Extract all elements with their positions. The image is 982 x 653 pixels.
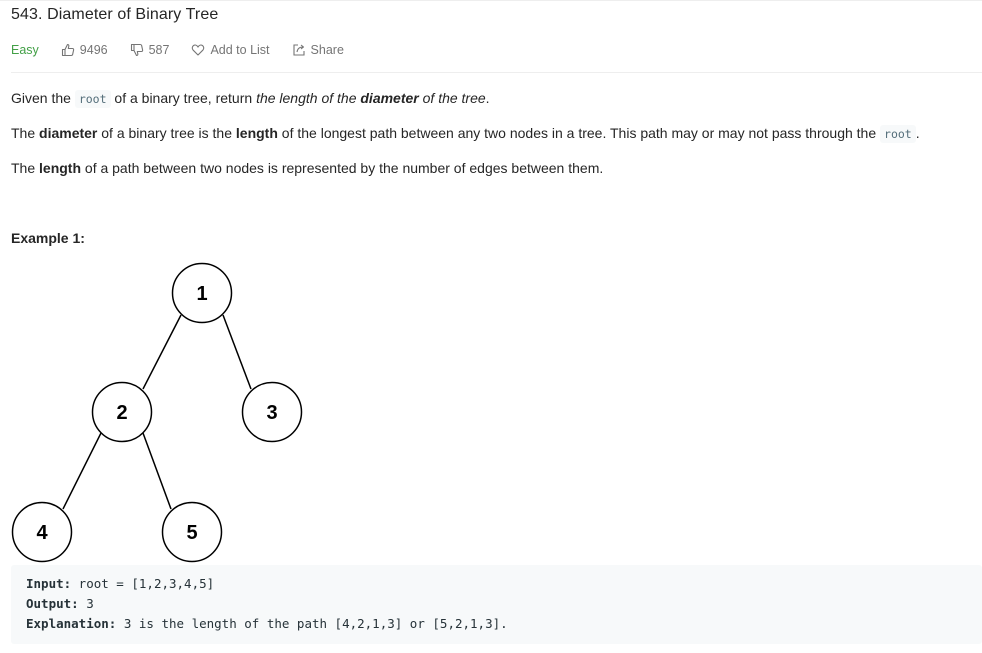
tree-node: 3 [241,381,303,443]
like-count: 9496 [79,43,108,57]
tree-node-label: 5 [186,522,197,544]
thumbs-up-icon [61,43,74,57]
tree-edge [222,314,252,390]
description-paragraph-1: Given the root of a binary tree, return … [11,90,490,108]
dislike-count: 587 [148,43,170,57]
top-border [0,0,982,1]
description-paragraph-2: The diameter of a binary tree is the len… [11,125,920,143]
add-to-list-label: Add to List [210,43,270,57]
share-button[interactable]: Share [292,43,344,57]
tree-node: 1 [171,262,233,324]
difficulty-label: Easy [11,43,39,57]
inline-code-root: root [74,90,111,108]
tree-node: 4 [11,501,73,563]
tree-edge [62,432,102,510]
example-code-block: Input: root = [1,2,3,4,5] Output: 3 Expl… [11,565,982,644]
tree-node-label: 2 [116,402,127,424]
tree-edge [142,432,172,510]
binary-tree-diagram: 1 2 3 4 5 [11,262,303,563]
description-paragraph-3: The length of a path between two nodes i… [11,160,604,176]
header-divider [11,72,982,73]
example-input-line: Input: root = [1,2,3,4,5] [26,576,215,591]
tree-node-label: 3 [266,402,277,424]
thumbs-down-icon [130,43,143,57]
dislike-button[interactable]: 587 [130,43,170,57]
problem-title: 543. Diameter of Binary Tree [11,6,219,23]
tree-node-label: 1 [196,283,207,305]
tree-node: 5 [161,501,223,563]
tree-edge [142,314,182,390]
heart-icon [192,44,205,56]
example-output-line: Output: 3 [26,596,94,611]
add-to-list-button[interactable]: Add to List [191,43,270,57]
problem-meta-bar: Easy 9496 587 Add to List Share [11,41,366,59]
share-icon [292,44,305,56]
example-explanation-line: Explanation: 3 is the length of the path… [26,616,508,631]
tree-node: 2 [91,381,153,443]
inline-code-root: root [880,125,916,143]
example-title: Example 1: [11,230,85,246]
tree-node-label: 4 [36,522,48,544]
like-button[interactable]: 9496 [61,43,108,57]
share-label: Share [310,43,344,57]
